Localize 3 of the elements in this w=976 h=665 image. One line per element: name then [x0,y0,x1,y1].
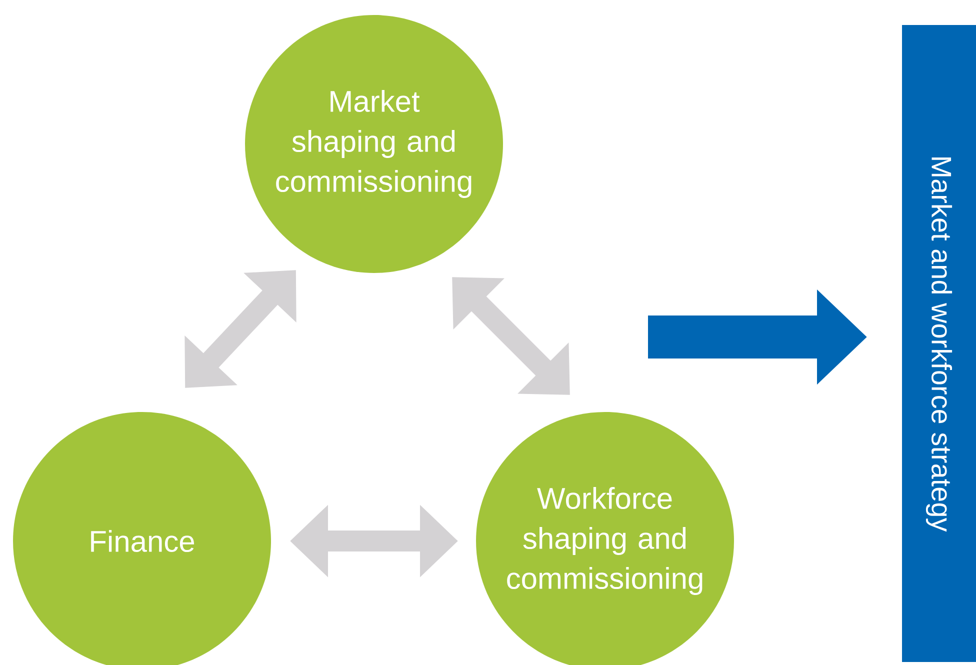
arrow [452,277,570,395]
strategy-bar: Market and workforce strategy [902,25,976,662]
arrow [184,270,296,388]
